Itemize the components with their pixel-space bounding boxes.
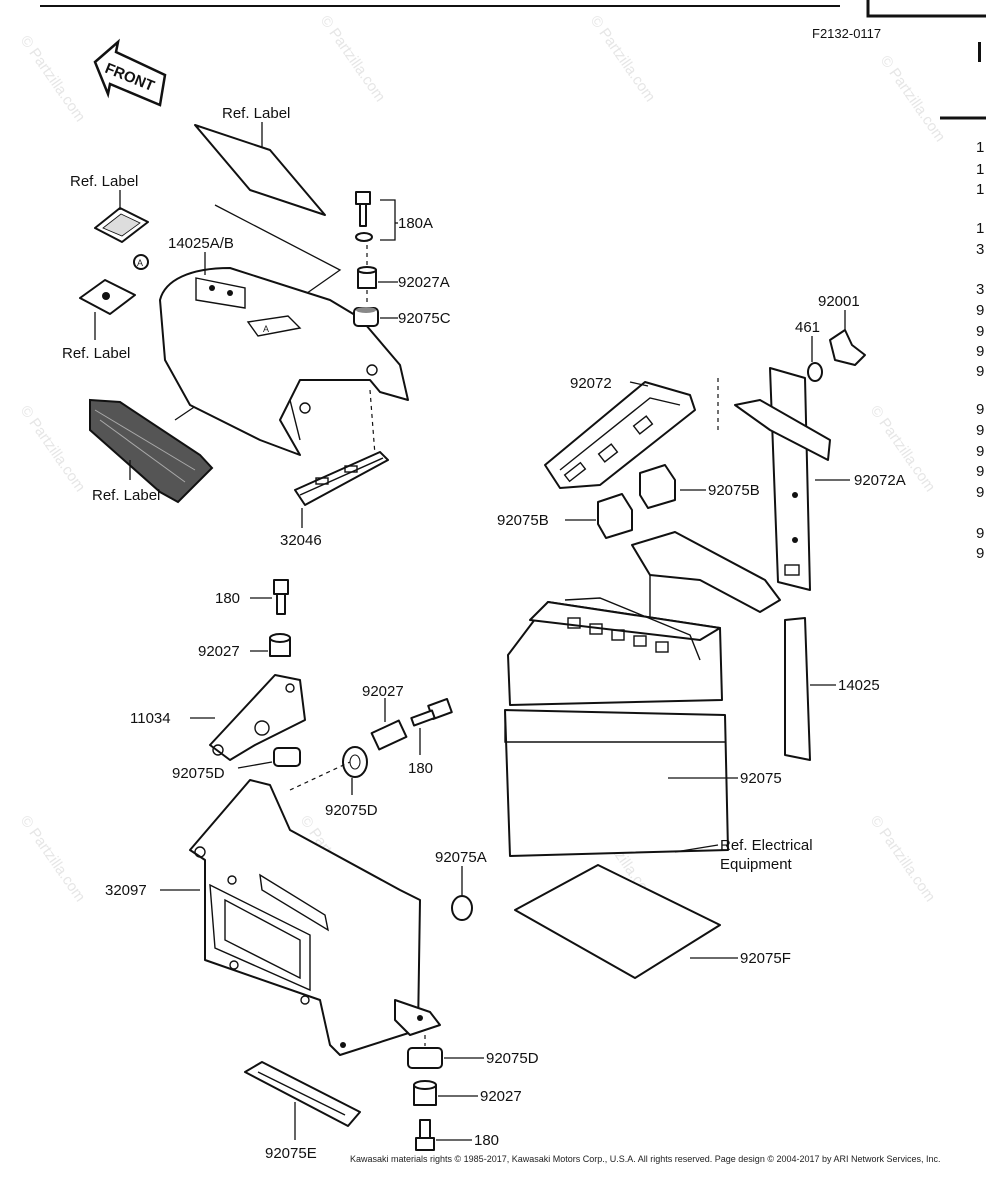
grommet-92075d-lower [407, 1047, 443, 1069]
bracket-32046 [294, 451, 389, 506]
label-92075b-right: 92075B [708, 482, 760, 499]
ref-label-strip [89, 398, 214, 504]
label-text: © Partzilla.com [17, 813, 89, 906]
label-11034: 11034 [130, 710, 171, 727]
grommet-92075d-mid [342, 746, 368, 778]
label-text: 9 [976, 343, 984, 360]
label-92075a: 92075A [435, 849, 487, 866]
label-text: A [137, 258, 143, 268]
label-180-lower: 180 [474, 1132, 499, 1149]
label-text: 3 [976, 281, 984, 298]
label-32046: 32046 [280, 532, 322, 549]
cover-14025ab: A [159, 267, 409, 456]
label-180-upper: 180 [215, 590, 240, 607]
label-32097: 32097 [105, 882, 147, 899]
label-ref-label-left-bottom: Ref. Label [92, 487, 160, 504]
label-92075c: 92075C [398, 310, 451, 327]
header-edge [40, 0, 986, 120]
battery [504, 597, 729, 857]
label-text: 9 [976, 323, 984, 340]
strap-92072a [734, 367, 831, 591]
bracket-11034 [209, 674, 306, 761]
plate-14025 [631, 531, 811, 761]
label-text: © Partzilla.com [17, 33, 89, 126]
label-text: © Partzilla.com [317, 13, 389, 106]
label-14025ab: 14025A/B [168, 235, 234, 252]
ref-label-top-sheet [194, 124, 326, 216]
case-32097 [189, 779, 441, 1056]
label-92075d-upper-left: 92075D [172, 765, 225, 782]
collar-92027a [357, 266, 377, 289]
label-14025: 14025 [838, 677, 880, 694]
bolt-180a [355, 191, 373, 242]
collar-92027-mid [370, 719, 408, 751]
figure-code: F2132-0117 [812, 26, 881, 41]
front-arrow-icon: FRONT [93, 38, 167, 107]
label-text: 9 [976, 525, 984, 542]
label-92075d-lower: 92075D [486, 1050, 539, 1067]
label-92075: 92075 [740, 770, 782, 787]
label-180-mid: 180 [408, 760, 433, 777]
label-text: 9 [976, 484, 984, 501]
bolt-180-upper [273, 579, 289, 615]
mat-92075f [514, 864, 721, 979]
collar-92027-lower [413, 1080, 437, 1106]
label-92001: 92001 [818, 293, 860, 310]
label-text: 1 [976, 181, 984, 198]
wing-nut-92001 [807, 329, 866, 382]
label-text: 1 [976, 161, 984, 178]
label-92075f: 92075F [740, 950, 791, 967]
label-text: 3 [976, 241, 984, 258]
ref-label-small-top: A [94, 207, 149, 270]
label-text: A [263, 324, 269, 334]
grommet-92075c [353, 307, 379, 327]
label-text: © Partzilla.com [867, 813, 939, 906]
label-ref-electrical-2: Equipment [720, 856, 793, 873]
label-text: © Partzilla.com [17, 403, 89, 496]
label-text: 1 [976, 139, 984, 156]
label-92027-mid: 92027 [362, 683, 404, 700]
pad-92075e [244, 1061, 361, 1127]
right-edge-column: 1 1 1 1 3 3 9 9 9 9 9 9 9 9 9 9 9 [976, 139, 984, 562]
battery-holder-92072 [544, 381, 696, 489]
label-461: 461 [795, 319, 820, 336]
label-92075d-mid: 92075D [325, 802, 378, 819]
label-text: 9 [976, 463, 984, 480]
label-text: 9 [976, 545, 984, 562]
label-text: © Partzilla.com [877, 53, 949, 146]
label-text: © Partzilla.com [587, 13, 659, 106]
label-92027a: 92027A [398, 274, 450, 291]
label-ref-electrical-1: Ref. Electrical [720, 837, 813, 854]
label-ref-label-left-top: Ref. Label [70, 173, 138, 190]
label-92075b-left: 92075B [497, 512, 549, 529]
rubber-block-92075b-left [597, 493, 633, 539]
label-92027-lower: 92027 [480, 1088, 522, 1105]
label-text: 9 [976, 422, 984, 439]
footer-copyright: Kawasaki materials rights © 1985-2017, K… [350, 1154, 941, 1164]
label-text: 9 [976, 443, 984, 460]
bolt-180-lower [415, 1119, 435, 1151]
collar-92027-upper [269, 633, 291, 657]
label-92072: 92072 [570, 375, 612, 392]
bolt-180-mid [410, 698, 453, 727]
grommet-92075d-upper-left [273, 747, 301, 767]
label-text: 1 [976, 220, 984, 237]
ref-label-small-mid [79, 279, 136, 315]
label-ref-label-left-mid: Ref. Label [62, 345, 130, 362]
label-text: 9 [976, 363, 984, 380]
label-text: 9 [976, 302, 984, 319]
grommet-92075a [451, 895, 473, 921]
label-92072a: 92072A [854, 472, 906, 489]
label-92027-upper: 92027 [198, 643, 240, 660]
label-text: 9 [976, 401, 984, 418]
rubber-block-92075b-right [639, 464, 676, 509]
label-92075e: 92075E [265, 1145, 317, 1162]
label-ref-label-top: Ref. Label [222, 105, 290, 122]
label-180a: 180A [398, 215, 433, 232]
